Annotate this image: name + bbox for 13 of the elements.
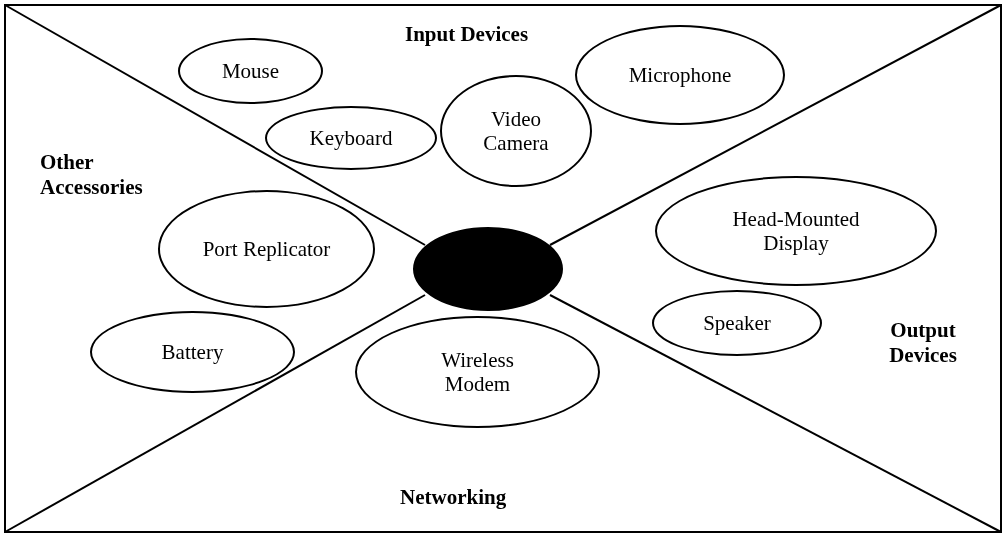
device-name: Microphone: [628, 62, 732, 88]
device-name: Battery: [161, 339, 224, 365]
device-name: Mouse: [221, 58, 280, 84]
device-name: Video Camera: [482, 106, 550, 156]
region-heading: Networking: [400, 485, 508, 511]
device-name: Keyboard: [309, 125, 393, 151]
device-name: Speaker: [703, 310, 771, 336]
region-heading: Output Devices: [888, 318, 958, 369]
region-heading: Other Accessories: [40, 150, 144, 201]
device-name: Wireless Modem: [440, 347, 515, 397]
device-name: Head-Mounted Display: [731, 206, 861, 256]
device-name: Port Replicator: [202, 236, 331, 262]
region-heading: Input Devices: [405, 22, 530, 48]
